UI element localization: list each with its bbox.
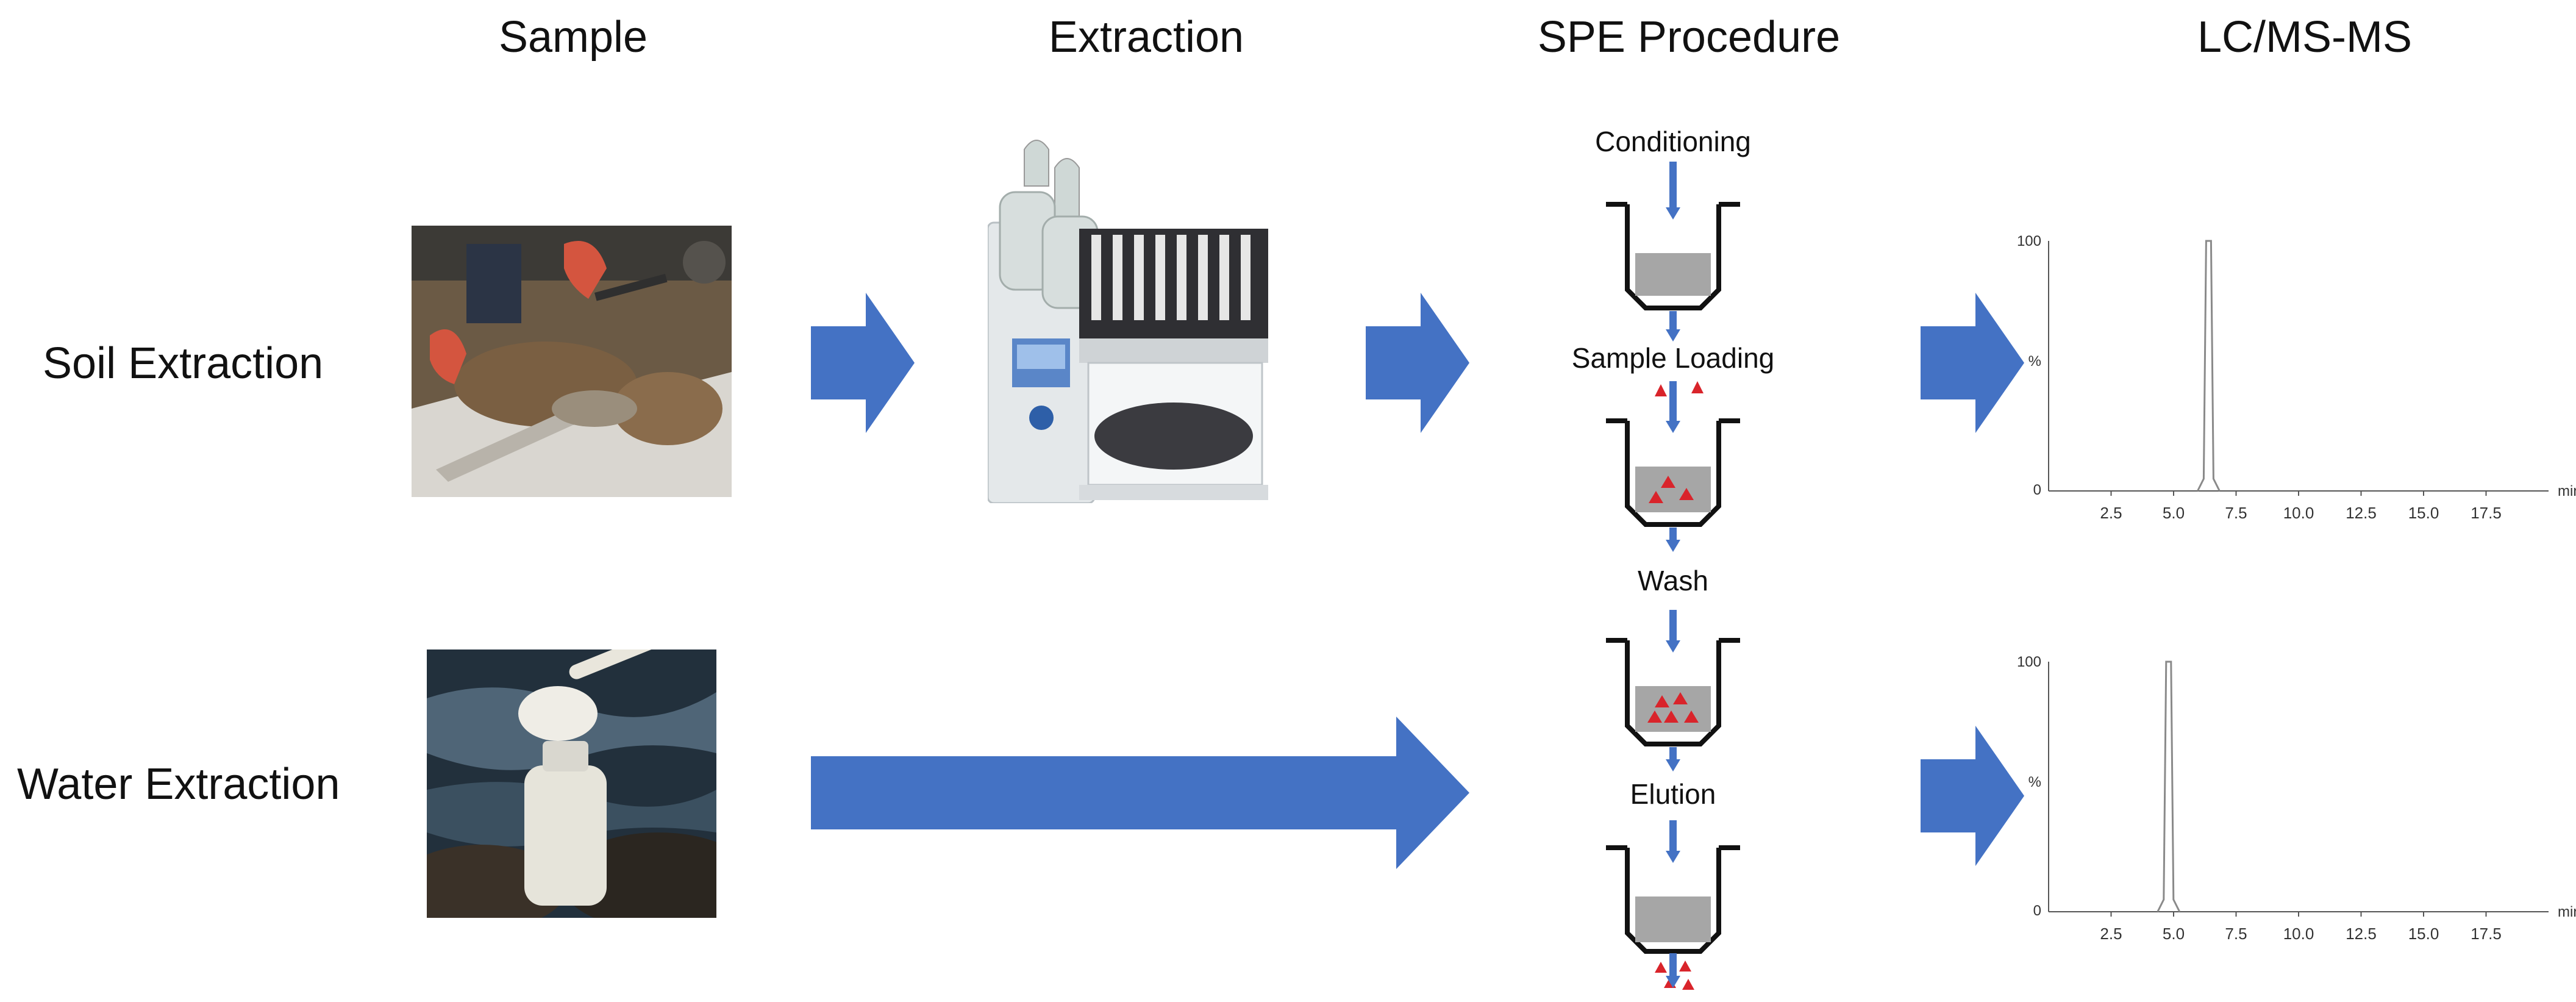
spe-step-label-3: Elution bbox=[1630, 778, 1716, 810]
x-tick-label: 7.5 bbox=[2225, 925, 2247, 943]
chromatogram-water: 100% 0 2.5 5.0 7.5 10.0 12.5 15.0 17.5 min bbox=[2017, 654, 2576, 943]
header-sample: Sample bbox=[498, 13, 648, 62]
x-tick-label: 5.0 bbox=[2163, 925, 2185, 943]
header-spe-procedure: SPE Procedure bbox=[1537, 13, 1841, 62]
x-tick-label: 15.0 bbox=[2408, 925, 2439, 943]
spe-cartridge-wash bbox=[1606, 610, 1740, 771]
x-tick-label: 12.5 bbox=[2346, 504, 2377, 522]
spe-cartridge-elution bbox=[1606, 820, 1740, 990]
spe-cartridge-loading bbox=[1606, 381, 1740, 552]
row-label-water: Water Extraction bbox=[17, 760, 340, 809]
x-tick-label: 10.0 bbox=[2283, 504, 2314, 522]
y-tick-label: 0 bbox=[2033, 903, 2041, 919]
header-extraction: Extraction bbox=[1048, 13, 1244, 62]
chromatogram-peak bbox=[2197, 240, 2221, 492]
x-tick-label: 5.0 bbox=[2163, 504, 2185, 522]
arrow-soil-to-extraction bbox=[811, 293, 915, 433]
chromatogram-soil: 100% 0 2.5 5.0 7.5 10.0 12.5 15.0 17.5 min bbox=[2017, 233, 2576, 522]
x-tick-label: 17.5 bbox=[2471, 925, 2502, 943]
spe-step-label-0: Conditioning bbox=[1595, 126, 1751, 157]
water-sampling-photo bbox=[427, 650, 716, 918]
header-lcms: LC/MS-MS bbox=[2197, 13, 2413, 62]
x-tick-label: 12.5 bbox=[2346, 925, 2377, 943]
y-tick-label: % bbox=[2028, 774, 2041, 790]
x-tick-label: 10.0 bbox=[2283, 925, 2314, 943]
x-unit-label: min bbox=[2558, 483, 2576, 499]
y-tick-label: 100 bbox=[2017, 654, 2041, 670]
y-tick-label: 100 bbox=[2017, 233, 2041, 249]
extraction-instrument-illustration bbox=[987, 131, 1274, 504]
row-label-soil: Soil Extraction bbox=[43, 339, 324, 388]
x-tick-label: 15.0 bbox=[2408, 504, 2439, 522]
x-tick-label: 2.5 bbox=[2100, 925, 2122, 943]
spe-cartridge-conditioning bbox=[1606, 162, 1740, 342]
x-tick-label: 17.5 bbox=[2471, 504, 2502, 522]
arrow-spe-to-lcms-soil bbox=[1921, 293, 2024, 433]
spe-step-label-2: Wash bbox=[1638, 565, 1708, 596]
soil-sampling-photo bbox=[412, 226, 732, 497]
y-tick-label: % bbox=[2028, 353, 2041, 370]
x-unit-label: min bbox=[2558, 904, 2576, 920]
x-tick-label: 7.5 bbox=[2225, 504, 2247, 522]
chromatogram-peak bbox=[2157, 660, 2181, 912]
arrow-spe-to-lcms-water bbox=[1921, 726, 2024, 866]
y-tick-label: 0 bbox=[2033, 482, 2041, 498]
arrow-water-to-spe bbox=[811, 717, 1469, 869]
spe-step-label-1: Sample Loading bbox=[1571, 342, 1775, 374]
x-tick-label: 2.5 bbox=[2100, 504, 2122, 522]
arrow-extraction-to-spe bbox=[1366, 293, 1469, 433]
